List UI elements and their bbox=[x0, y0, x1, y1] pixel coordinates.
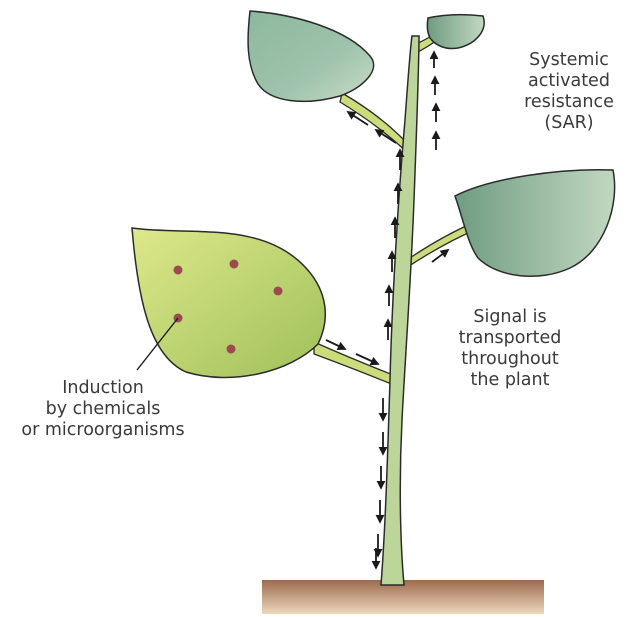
right-leaf bbox=[455, 170, 615, 277]
arrow bbox=[326, 340, 345, 349]
upper-left-leaf bbox=[248, 11, 374, 101]
sar-label-line: Systemic bbox=[514, 50, 624, 71]
signal-label-line: the plant bbox=[440, 370, 580, 391]
sar-label: Systemic activated resistance (SAR) bbox=[514, 50, 624, 134]
petiole-inducing bbox=[314, 342, 394, 385]
sar-label-line: resistance bbox=[514, 92, 624, 113]
induction-label: Induction by chemicals or microorganisms bbox=[0, 378, 206, 441]
induction-label-line: or microorganisms bbox=[0, 420, 206, 441]
lesion-dot bbox=[230, 260, 239, 269]
induction-label-line: Induction bbox=[0, 378, 206, 399]
lesion-dot bbox=[227, 345, 236, 354]
lesion-dot bbox=[274, 287, 283, 296]
petiole-upper-left bbox=[340, 93, 408, 153]
inducing-leaf bbox=[132, 228, 325, 377]
sar-label-line: activated bbox=[514, 71, 624, 92]
arrow bbox=[432, 250, 448, 262]
signal-label: Signal is transported throughout the pla… bbox=[440, 307, 580, 391]
top-small-leaf bbox=[427, 15, 484, 49]
signal-label-line: transported bbox=[440, 328, 580, 349]
stem bbox=[381, 36, 419, 585]
induction-label-line: by chemicals bbox=[0, 399, 206, 420]
signal-label-line: throughout bbox=[440, 349, 580, 370]
lesion-dot bbox=[174, 266, 183, 275]
signal-label-line: Signal is bbox=[440, 307, 580, 328]
sar-label-line: (SAR) bbox=[514, 113, 624, 134]
